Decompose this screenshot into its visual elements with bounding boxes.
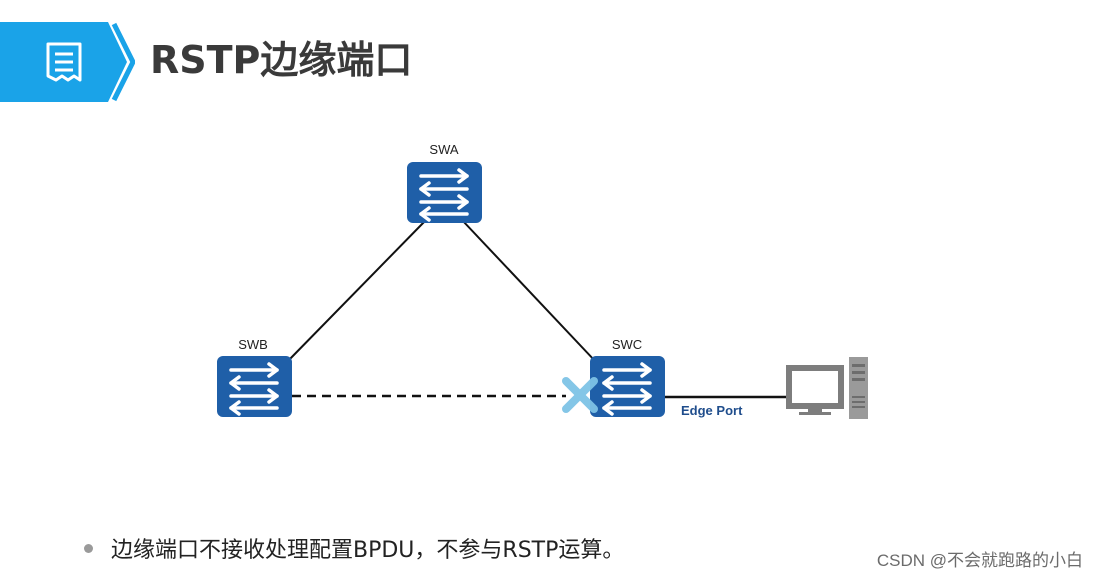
bullet-text: 边缘端口不接收处理配置BPDU，不参与RSTP运算。 [111,538,625,563]
label-swc: SWC [612,337,642,352]
switch-arrows-icon [229,362,279,416]
switch-swa [407,162,482,223]
title-banner [0,22,135,102]
pc-computer-icon [786,357,868,419]
link-swa-swc [461,219,597,363]
switch-swb [217,356,292,417]
blocked-port-x-icon [562,377,598,413]
bullet-item: 边缘端口不接收处理配置BPDU，不参与RSTP运算。 [84,528,624,568]
switch-arrows-icon [419,168,469,222]
document-list-icon [46,42,82,82]
edge-port-label: Edge Port [681,403,743,418]
switch-arrows-icon [602,362,652,416]
bullet-dot [84,543,93,553]
switch-swc [590,356,665,417]
label-swa: SWA [429,142,458,157]
watermark: CSDN @不会就跑路的小白 [876,551,1083,570]
page-title: RSTP边缘端口 [150,38,413,82]
link-swa-swb [285,219,427,364]
label-swb: SWB [238,337,268,352]
